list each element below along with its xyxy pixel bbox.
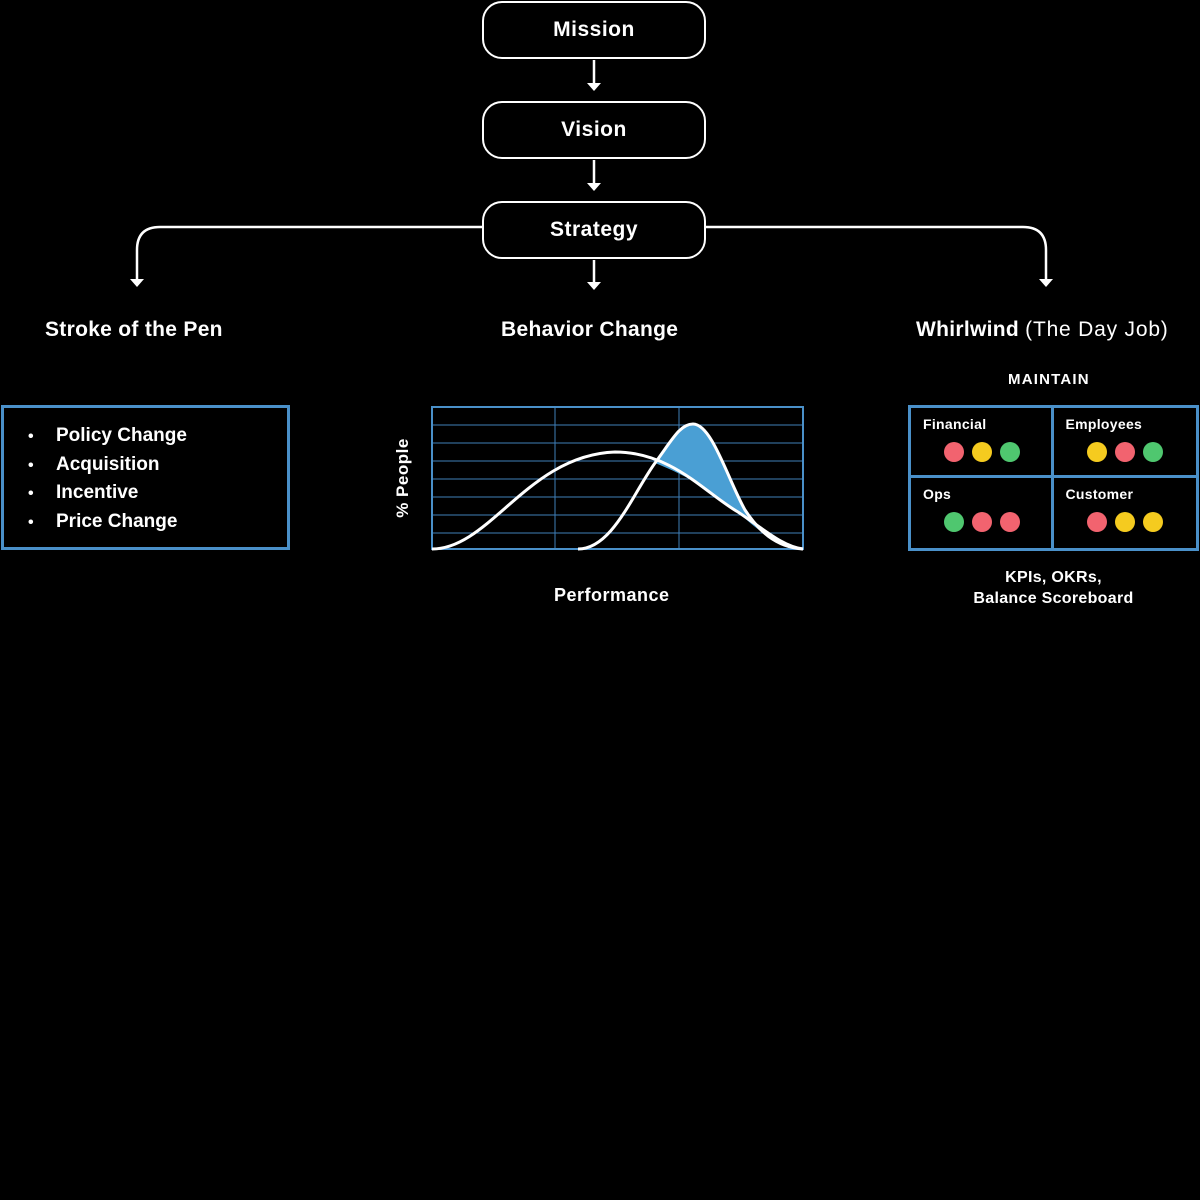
status-dots (1086, 512, 1163, 532)
bullet-icon: • (28, 428, 34, 445)
graph-grid (432, 407, 803, 549)
status-dot-icon (972, 512, 992, 532)
list-item-label: Incentive (56, 482, 139, 504)
status-dot-icon (1114, 512, 1135, 532)
kpi-cell-ops: Ops (911, 478, 1054, 548)
status-dot-icon (1142, 512, 1163, 532)
arrowhead-vision (587, 83, 601, 91)
behavior-change-heading: Behavior Change (501, 318, 679, 341)
status-dots (944, 442, 1020, 462)
kpi-cell-financial: Financial (911, 408, 1054, 478)
bullet-icon: • (28, 513, 34, 531)
whirlwind-title: Whirlwind (916, 318, 1020, 341)
bullet-icon: • (28, 456, 34, 474)
arrowhead-whirlwind (1039, 279, 1053, 287)
maintain-label: MAINTAIN (1008, 371, 1090, 388)
stroke-of-the-pen-heading: Stroke of the Pen (45, 318, 223, 341)
kpi-label: Financial (923, 416, 987, 432)
footnote-line-1: KPIs, OKRs, (1005, 569, 1102, 586)
mission-node: Mission (482, 1, 706, 59)
connector-strategy-whirlwind (706, 225, 1048, 280)
status-dot-icon (1142, 442, 1163, 462)
list-item: • Acquisition (24, 451, 187, 480)
strategy-node: Strategy (482, 201, 706, 259)
y-axis-label: % People (393, 438, 412, 518)
status-dot-icon (1114, 442, 1135, 462)
strategy-label: Strategy (549, 218, 639, 241)
kpi-scoreboard: Financial Employees Ops Customer (908, 405, 1199, 551)
behavior-curves-graphic (431, 406, 804, 551)
status-dots (944, 512, 1020, 532)
pen-list: • Policy Change • Acquisition • Incentive •… (24, 422, 187, 536)
status-dot-icon (944, 512, 964, 532)
kpi-footnote: KPIs, OKRs, Balance Scoreboard (908, 567, 1199, 609)
status-dots (1086, 442, 1163, 462)
status-dot-icon (972, 442, 992, 462)
bullet-icon: • (28, 485, 34, 503)
baseline-curve (431, 450, 804, 551)
vision-label: Vision (561, 118, 627, 141)
list-item: • Incentive (24, 479, 187, 508)
graph-frame (431, 406, 804, 550)
whirlwind-subtitle: (The Day Job) (1025, 318, 1169, 341)
list-item-label: Price Change (56, 510, 178, 532)
list-item-label: Policy Change (56, 425, 187, 446)
kpi-label: Ops (923, 486, 952, 502)
stroke-of-the-pen-box: • Policy Change • Acquisition • Incentive •… (1, 405, 290, 550)
arrowhead-behavior (587, 282, 601, 290)
shifted-curve (577, 422, 804, 551)
arrowhead-strategy (587, 183, 601, 191)
mission-label: Mission (553, 18, 635, 41)
status-dot-icon (1000, 512, 1020, 532)
kpi-label: Employees (1065, 416, 1143, 432)
list-item-label: Acquisition (56, 453, 160, 475)
arrowhead-pen (130, 279, 144, 287)
shifted-area-fill (655, 424, 803, 549)
status-dot-icon (1000, 442, 1020, 462)
kpi-cell-employees: Employees (1053, 408, 1196, 478)
flow-connectors (130, 60, 1053, 290)
whirlwind-heading: Whirlwind (The Day Job) (916, 318, 1169, 342)
x-axis-label: Performance (554, 585, 670, 605)
status-dot-icon (1086, 512, 1107, 532)
kpi-cell-customer: Customer (1054, 478, 1197, 548)
status-dot-icon (1086, 442, 1107, 462)
connector-strategy-pen (135, 225, 482, 280)
footnote-line-2: Balance Scoreboard (973, 590, 1134, 607)
kpi-label: Customer (1065, 486, 1134, 502)
list-item: • Price Change (24, 508, 187, 537)
status-dot-icon (944, 442, 964, 462)
list-item: • Policy Change (24, 422, 187, 451)
vision-node: Vision (482, 101, 706, 159)
